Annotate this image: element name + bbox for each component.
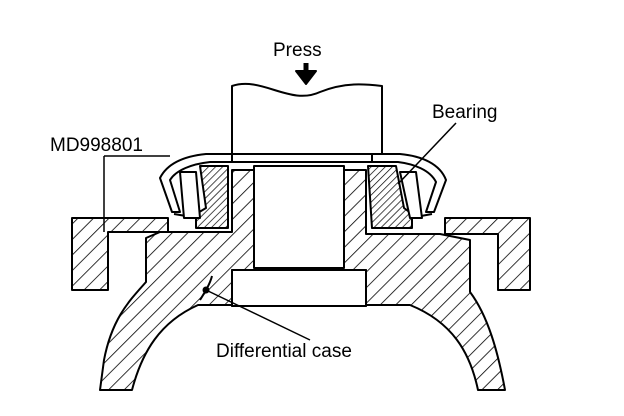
housing-left (71, 217, 169, 291)
label-press: Press (273, 40, 322, 61)
differential-case (99, 165, 506, 391)
leader-bearing (397, 122, 457, 185)
leader-case (202, 286, 311, 341)
press-ram (231, 83, 383, 163)
label-bearing: Bearing (432, 102, 498, 123)
bearing-right (367, 165, 423, 229)
bearing-left (179, 165, 229, 229)
label-tool-md998801: MD998801 (50, 135, 143, 156)
label-differential-case: Differential case (216, 341, 352, 362)
press-arrow-icon (295, 63, 317, 85)
leader-tool (103, 155, 170, 232)
